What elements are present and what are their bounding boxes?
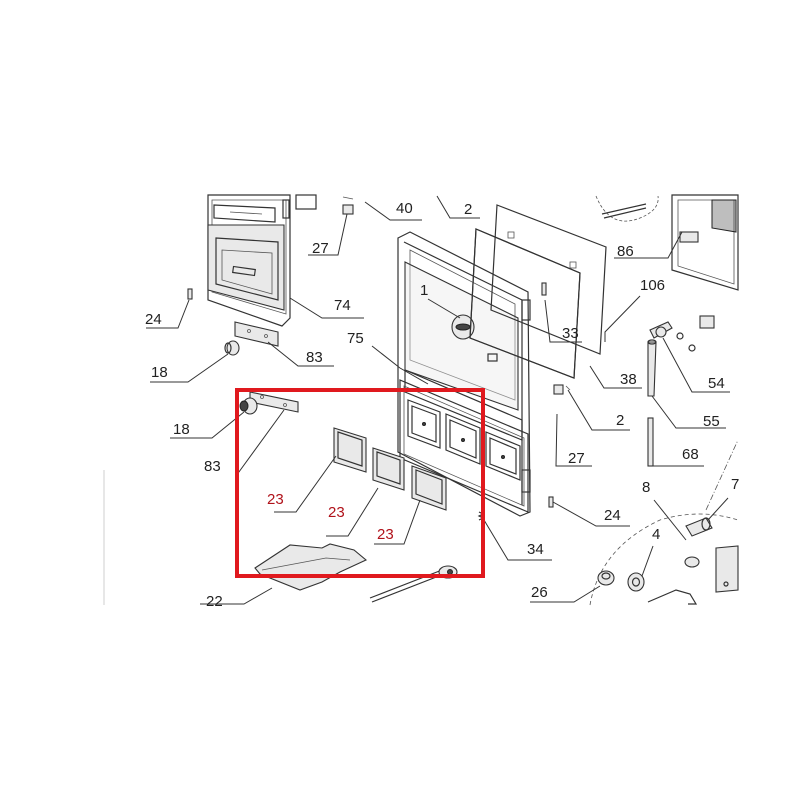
callout-7: 7 [731,476,739,493]
callout-34: 34 [527,541,544,558]
callout-83-top: 83 [306,349,323,366]
part-38-glass-panel-front [469,228,581,379]
part-54-hinge [649,315,715,352]
part-55-rod [647,339,657,397]
part-1-small-latch [487,353,498,362]
part-22-ash-pan [254,543,368,591]
callout-23-a: 23 [267,491,284,508]
callout-68: 68 [682,446,699,463]
callout-4: 4 [652,526,660,543]
part-86-side-body [671,194,739,291]
callout-27-mid: 27 [568,450,585,467]
callout-2-mid: 2 [616,412,624,429]
part-24-pin-right [548,496,554,508]
part-18-knob-bottom [239,397,258,415]
part-8-bushing [684,556,700,568]
callout-18-top: 18 [151,364,168,381]
lever-detail [647,545,739,605]
part-23-gasket-2 [372,447,405,491]
callout-26: 26 [531,584,548,601]
part-4-washer [627,572,645,592]
callout-33: 33 [562,325,579,342]
callout-106: 106 [640,277,665,294]
callout-38: 38 [620,371,637,388]
callout-22: 22 [206,593,223,610]
highlight-box [235,388,485,578]
callout-86: 86 [617,243,634,260]
callout-24-left: 24 [145,311,162,328]
callout-55: 55 [703,413,720,430]
callout-2-top: 2 [464,201,472,218]
callout-24-right: 24 [604,507,621,524]
top-right-circle-arc [595,195,659,222]
callout-1: 1 [420,282,428,299]
callout-27-top: 27 [312,240,329,257]
part-23-gasket-3 [411,465,447,511]
part-83-plate-bottom [249,391,299,413]
top-right-hinge-detail [601,203,647,219]
part-33-pin [541,282,547,296]
part-1-round-fitting [451,314,475,340]
part-18-knob-top [224,340,240,356]
callout-74: 74 [334,297,351,314]
part-27-clip-top [342,196,354,215]
part-40-small-bracket [295,194,317,210]
part-23-gasket-1 [333,427,367,473]
callout-75: 75 [347,330,364,347]
part-24-pin-left [187,288,193,300]
handle-rod [369,565,458,603]
part-83-plate-top [234,321,279,347]
leader-lines [146,195,730,605]
part-68-thin-rod [647,417,654,467]
callout-8: 8 [642,479,650,496]
detail-dashdot-line [705,439,739,511]
callout-83-bottom: 83 [204,458,221,475]
callout-23-b: 23 [328,504,345,521]
part-26-bushing [597,570,615,586]
part-106-rear-panel [490,204,607,355]
callout-40: 40 [396,200,413,217]
part-7-roller [685,517,713,537]
callout-54: 54 [708,375,725,392]
part-27-clip-mid [553,384,571,395]
part-74-door-panel [207,194,291,327]
callout-23-c: 23 [377,526,394,543]
callout-18-bottom: 18 [173,421,190,438]
